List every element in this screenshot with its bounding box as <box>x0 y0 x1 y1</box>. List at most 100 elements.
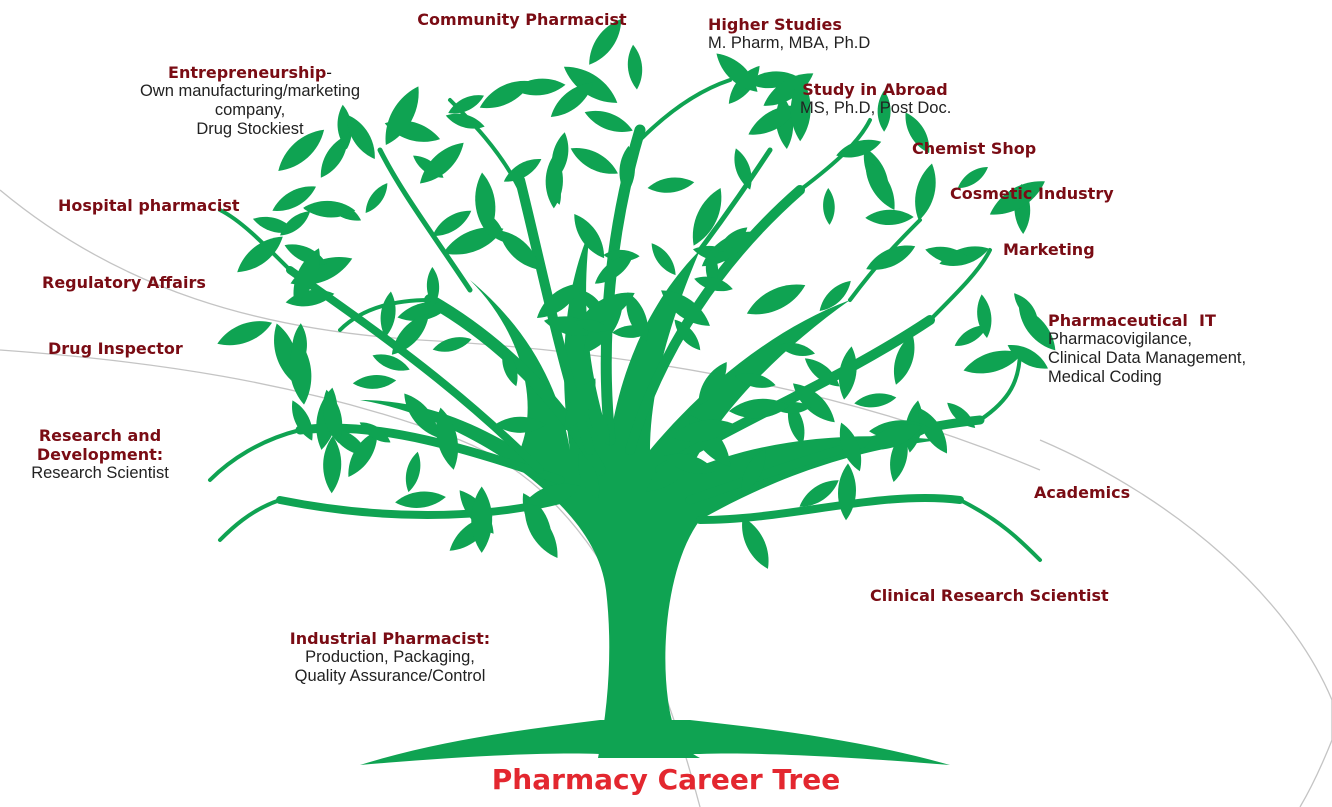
tree-leaf <box>741 448 766 494</box>
label-title: Research and <box>38 426 162 445</box>
tree-leaf <box>445 113 485 129</box>
tree-leaf <box>543 316 601 337</box>
tree-leaf <box>651 243 676 276</box>
tree-leaf <box>839 422 862 472</box>
tree-leaf <box>717 227 748 253</box>
label-title: Marketing <box>1003 240 1095 259</box>
tree-leaf <box>734 148 752 190</box>
label-chemist-shop: Chemist Shop <box>912 139 1036 158</box>
label-desc: M. Pharm, MBA, Ph.D <box>708 34 871 52</box>
tree-leaf <box>589 19 622 65</box>
tree-leaf <box>347 114 375 159</box>
tree-leaf <box>372 354 410 371</box>
tree-leaf <box>989 181 1045 215</box>
tree-branch <box>218 498 282 542</box>
tree-leaf <box>694 276 733 292</box>
label-community-pharmacist: Community Pharmacist <box>397 10 647 29</box>
tree-leaf <box>619 145 635 195</box>
label-desc: Pharmacovigilance, <box>1048 330 1192 348</box>
tree-leaf <box>626 292 648 342</box>
tree-leaf <box>661 290 710 326</box>
label-title: Cosmetic Industry <box>950 184 1114 203</box>
label-title: Entrepreneurship <box>168 63 327 82</box>
label-desc: Quality Assurance/Control <box>294 667 486 685</box>
tree-leaf <box>728 398 790 419</box>
tree-branch <box>685 415 985 505</box>
tree-branch <box>377 147 473 293</box>
tree-leaf <box>865 209 914 226</box>
tree-leaf <box>404 393 439 438</box>
tree-leaf <box>804 358 840 387</box>
tree-leaf <box>405 451 421 493</box>
tree-leaf <box>925 246 973 264</box>
tree-leaf <box>977 294 992 339</box>
tree-leaf <box>448 95 484 114</box>
tree-leaf <box>395 491 446 508</box>
label-hospital-pharmacist: Hospital pharmacist <box>58 196 239 215</box>
label-title: Industrial Pharmacist: <box>289 629 491 648</box>
tree-leaf <box>323 389 343 444</box>
tree-leaf <box>584 110 633 132</box>
label-desc: Research Scientist <box>31 464 169 482</box>
tree-leaf <box>663 453 716 474</box>
label-desc: Own manufacturing/marketing <box>139 82 361 100</box>
tree-branch <box>338 298 432 332</box>
tree-leaf <box>475 172 496 235</box>
tree-leaf <box>564 378 596 431</box>
tree-leaf <box>413 155 444 178</box>
label-title: Study in Abroad <box>802 80 948 99</box>
tree-branch <box>958 498 1042 562</box>
tree-leaf <box>734 373 776 388</box>
tree <box>208 19 1056 765</box>
tree-leaf <box>893 334 915 385</box>
label-title: Regulatory Affairs <box>42 273 206 292</box>
tree-leaf <box>866 245 916 270</box>
tree-leaf <box>963 350 1023 374</box>
tree-leaf <box>854 393 897 408</box>
label-pharmaceutical-it: Pharmaceutical IT Pharmacovigilance, Cli… <box>1048 311 1246 387</box>
tree-leaf <box>494 416 546 433</box>
tree-leaf <box>1007 345 1049 369</box>
tree-roots <box>360 720 950 765</box>
tree-leaf <box>293 248 320 304</box>
label-desc: Production, Packaging, <box>305 648 475 666</box>
label-title: Higher Studies <box>708 15 842 34</box>
tree-leaf <box>574 214 605 259</box>
tree-leaf <box>237 236 283 273</box>
tree-leaf <box>380 291 396 338</box>
label-suffix: - <box>326 63 332 82</box>
tree-leaf <box>742 517 769 569</box>
label-desc: Medical Coding <box>1048 368 1162 386</box>
tree-trunk <box>360 230 940 758</box>
tree-leaf <box>280 211 311 236</box>
tree-leaf <box>890 432 908 482</box>
tree-leaf <box>716 53 758 92</box>
label-academics: Academics <box>1034 483 1130 502</box>
tree-leaf <box>647 177 695 193</box>
tree-leaf <box>594 254 634 284</box>
tree-leaf <box>954 325 988 346</box>
label-regulatory-affairs: Regulatory Affairs <box>42 273 206 292</box>
tree-leaf <box>793 383 835 423</box>
tree-leaf <box>323 435 342 494</box>
tree-leaf <box>947 402 976 428</box>
label-desc: Drug Stockiest <box>196 120 304 138</box>
background-curve <box>1039 439 1332 807</box>
tree-leaf <box>524 483 582 506</box>
tree-leaf <box>550 82 594 117</box>
tree-leaf <box>385 86 419 146</box>
tree-leaf <box>272 186 316 211</box>
tree-leaf <box>790 77 811 142</box>
tree-leaf <box>746 284 806 315</box>
tree-leaf <box>348 430 378 477</box>
tree-leaves <box>217 19 1056 569</box>
label-desc: Clinical Data Management, <box>1048 349 1247 367</box>
tree-leaf <box>748 105 799 135</box>
tree-branch <box>208 428 302 482</box>
tree-branch <box>928 248 992 322</box>
tree-leaf <box>1014 293 1038 322</box>
tree-leaf <box>905 112 930 154</box>
label-entrepreneurship: Entrepreneurship- Own manufacturing/mark… <box>70 63 430 139</box>
